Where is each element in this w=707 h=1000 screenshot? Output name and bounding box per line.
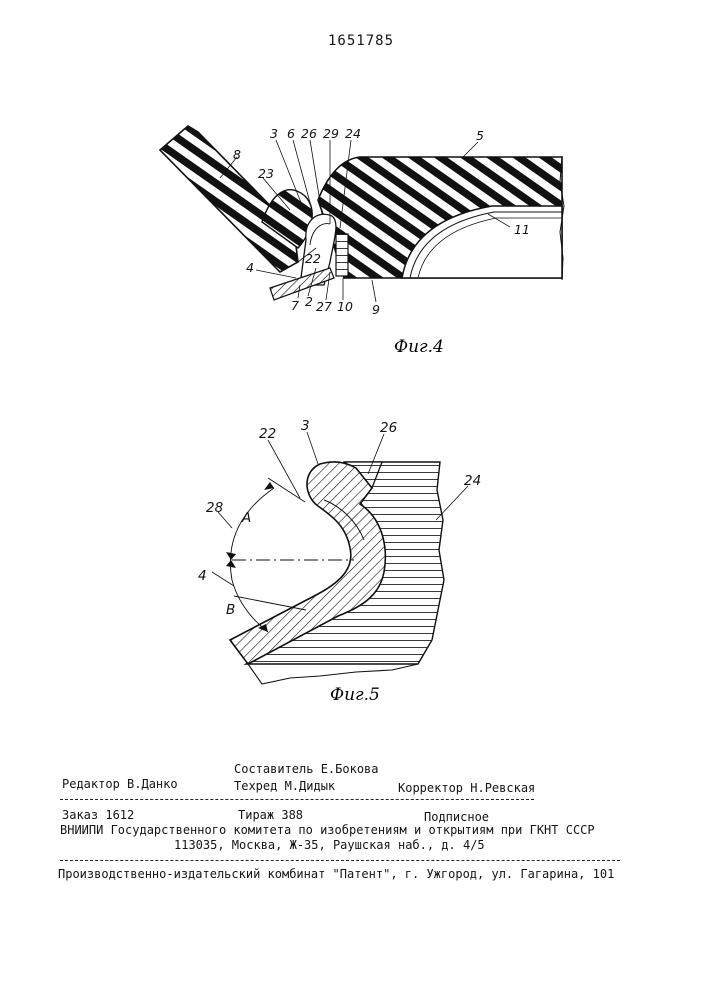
fig5-label-22: 22 xyxy=(259,426,276,442)
fig4-label-8: 8 xyxy=(233,147,241,162)
fig4-label-10: 10 xyxy=(337,299,353,314)
fig5-label-4: 4 xyxy=(198,568,207,584)
patent-drawing: 3 6 26 29 24 5 8 23 11 22 4 7 2 27 10 9 … xyxy=(0,0,707,760)
fig4-label-6: 6 xyxy=(287,126,295,141)
fig4-caption: Фиг.4 xyxy=(394,337,444,357)
fig4-label-11: 11 xyxy=(514,222,530,237)
fig4-label-5: 5 xyxy=(476,128,484,143)
fig4-label-4: 4 xyxy=(246,260,254,275)
fig5-label-B: В xyxy=(226,602,235,618)
fig4-label-22: 22 xyxy=(305,251,321,266)
fig4-label-23: 23 xyxy=(258,166,274,181)
figure-5: 22 3 26 24 28 A 4 В Фиг.5 xyxy=(198,418,481,705)
corrector: Корректор Н.Ревская xyxy=(398,781,535,795)
fig4-label-29: 29 xyxy=(323,126,339,141)
fig4-label-3: 3 xyxy=(270,126,278,141)
techred: Техред М.Дидык xyxy=(234,779,335,793)
fig4-label-2: 2 xyxy=(305,294,313,309)
fig4-label-26: 26 xyxy=(301,126,317,141)
fig5-label-28: 28 xyxy=(206,500,223,516)
order: Заказ 1612 xyxy=(62,808,134,822)
imprint-rule-1 xyxy=(60,799,534,800)
fig5-label-24: 24 xyxy=(464,473,481,489)
editor: Редактор В.Данко xyxy=(62,777,178,791)
fig4-ring-10 xyxy=(336,234,348,276)
fig4-label-9: 9 xyxy=(372,302,380,317)
imprint-rule-2 xyxy=(60,860,620,861)
figure-4: 3 6 26 29 24 5 8 23 11 22 4 7 2 27 10 9 … xyxy=(160,126,564,357)
institute: ВНИИПИ Государственного комитета по изоб… xyxy=(60,823,595,837)
circulation: Тираж 388 xyxy=(238,808,303,822)
compiler: Составитель Е.Бокова xyxy=(234,762,379,776)
fig4-label-27: 27 xyxy=(316,299,332,314)
publisher: Производственно-издательский комбинат "П… xyxy=(58,867,614,881)
fig5-label-A: A xyxy=(241,510,251,526)
fig4-label-24: 24 xyxy=(345,126,361,141)
address: 113035, Москва, Ж-35, Раушская наб., д. … xyxy=(174,838,485,852)
fig5-label-3: 3 xyxy=(301,418,310,434)
subscription: Подписное xyxy=(424,810,489,824)
fig4-label-7: 7 xyxy=(291,298,299,313)
fig5-label-26: 26 xyxy=(380,420,397,436)
fig5-caption: Фиг.5 xyxy=(330,685,380,705)
